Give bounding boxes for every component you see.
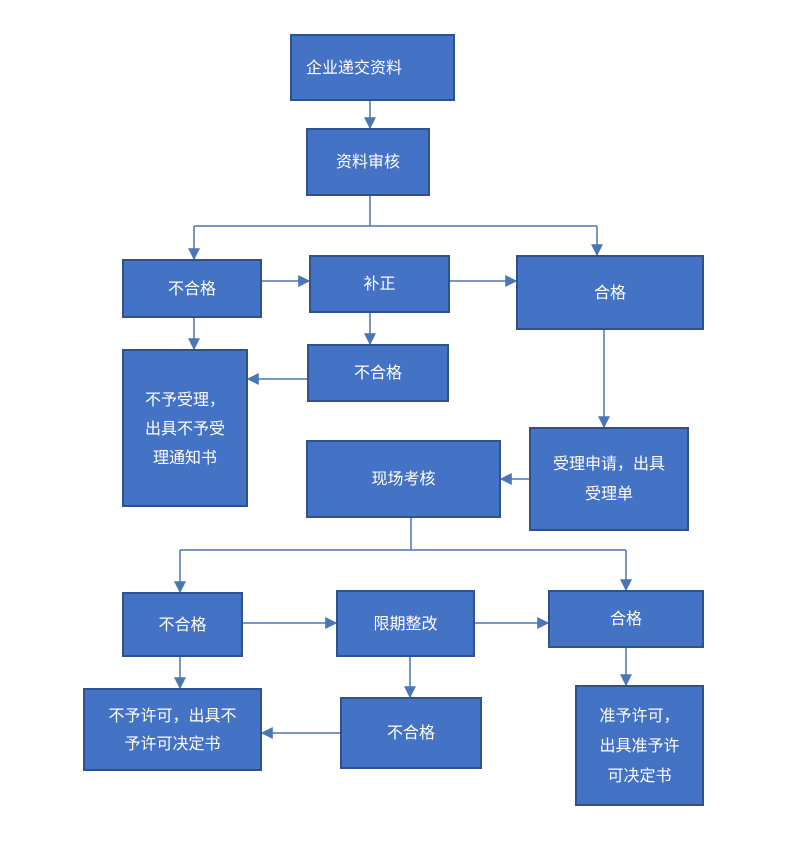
rectify-deadline-box: 限期整改 <box>336 590 475 657</box>
unqualified-label-2: 不合格 <box>353 363 402 382</box>
qualified-box-1: 合格 <box>516 255 704 330</box>
site-inspection-box: 现场考核 <box>306 440 501 518</box>
grant-license-box: 准予许可， 出具准予许 可决定书 <box>575 685 704 806</box>
material-review-box: 资料审核 <box>306 128 430 196</box>
unqualified-label-4: 不合格 <box>386 723 435 742</box>
rectify-deadline-label: 限期整改 <box>373 613 438 633</box>
supplement-label: 补正 <box>363 274 396 293</box>
submit-materials-label: 企业递交资料 <box>306 57 403 77</box>
unqualified-box-3: 不合格 <box>122 592 243 657</box>
deny-license-label: 不予许可，出具不 予许可决定书 <box>108 705 237 753</box>
submit-materials-box: 企业递交资料 <box>290 34 455 101</box>
unqualified-label-3: 不合格 <box>158 614 207 634</box>
qualified-box-2: 合格 <box>548 590 704 648</box>
material-review-label: 资料审核 <box>335 152 400 171</box>
unqualified-box-2: 不合格 <box>307 344 449 402</box>
qualified-label-2: 合格 <box>609 609 642 628</box>
reject-notice-label: 不予受理， 出具不予受 理通知书 <box>144 389 225 467</box>
accept-application-label: 受理申请，出具 受理单 <box>552 454 665 503</box>
accept-application-box: 受理申请，出具 受理单 <box>529 427 689 531</box>
grant-license-label: 准予许可， 出具准予许 可决定书 <box>599 705 680 785</box>
deny-license-box: 不予许可，出具不 予许可决定书 <box>83 688 262 771</box>
qualified-label-1: 合格 <box>593 282 626 302</box>
unqualified-label-1: 不合格 <box>167 278 216 298</box>
unqualified-box-4: 不合格 <box>340 697 482 769</box>
supplement-box: 补正 <box>309 255 450 313</box>
unqualified-box-1: 不合格 <box>122 259 262 318</box>
reject-notice-box: 不予受理， 出具不予受 理通知书 <box>122 349 248 507</box>
site-inspection-label: 现场考核 <box>371 469 436 488</box>
